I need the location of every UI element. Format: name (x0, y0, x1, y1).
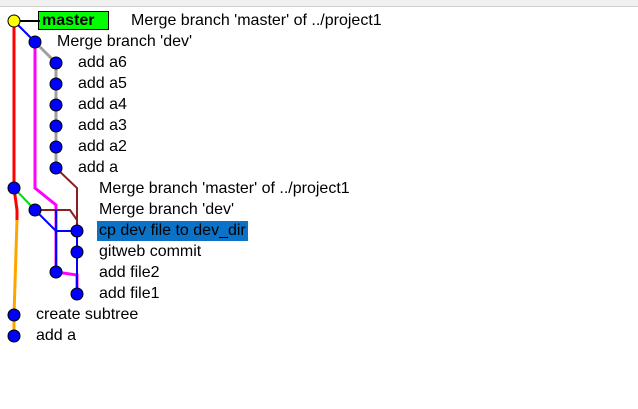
commit-dot[interactable] (7, 308, 21, 322)
commit-dot[interactable] (49, 98, 63, 112)
commit-dot[interactable] (70, 287, 84, 301)
commit-row-13[interactable]: add file1 (99, 285, 160, 302)
commit-dot[interactable] (49, 265, 63, 279)
lane-brown (55, 167, 78, 231)
commit-dot[interactable] (49, 119, 63, 133)
commit-row-4[interactable]: add a4 (78, 96, 127, 113)
commit-row-7[interactable]: add a (78, 159, 119, 176)
commit-dot[interactable] (28, 203, 42, 217)
commit-row-10-selected[interactable]: cp dev file to dev_dir (97, 221, 248, 241)
lane-brown-2 (35, 209, 78, 221)
commit-row-3[interactable]: add a5 (78, 75, 127, 92)
graph-lanes (12, 20, 79, 336)
commit-row-2[interactable]: add a6 (78, 54, 127, 71)
commit-row-0[interactable]: Merge branch 'master' of ../project1 (131, 12, 382, 29)
commit-dot[interactable] (7, 329, 21, 343)
commit-dot[interactable] (49, 161, 63, 175)
commit-dot[interactable] (70, 245, 84, 259)
lane-blue-lower (34, 209, 78, 294)
commit-dot[interactable] (49, 140, 63, 154)
commit-dot[interactable] (7, 181, 21, 195)
commit-row-14[interactable]: create subtree (36, 306, 139, 323)
commit-row-6[interactable]: add a2 (78, 138, 127, 155)
branch-tag-connector (20, 20, 40, 22)
branch-tag-master[interactable]: master (38, 11, 109, 30)
commit-row-1[interactable]: Merge branch 'dev' (57, 33, 193, 50)
commit-row-8[interactable]: Merge branch 'master' of ../project1 (99, 180, 350, 197)
pane-top-border (0, 0, 638, 7)
commit-row-15[interactable]: add a (36, 327, 77, 344)
commit-dot[interactable] (49, 56, 63, 70)
commit-dot[interactable] (49, 77, 63, 91)
commit-row-12[interactable]: add file2 (99, 264, 160, 281)
head-commit-dot[interactable] (7, 14, 21, 28)
commit-row-11[interactable]: gitweb commit (99, 243, 202, 260)
lane-red (12, 21, 19, 220)
commit-row-5[interactable]: add a3 (78, 117, 127, 134)
commit-dot[interactable] (28, 35, 42, 49)
commit-dots (7, 14, 84, 343)
commit-dot[interactable] (70, 224, 84, 238)
commit-row-9[interactable]: Merge branch 'dev' (99, 201, 235, 218)
